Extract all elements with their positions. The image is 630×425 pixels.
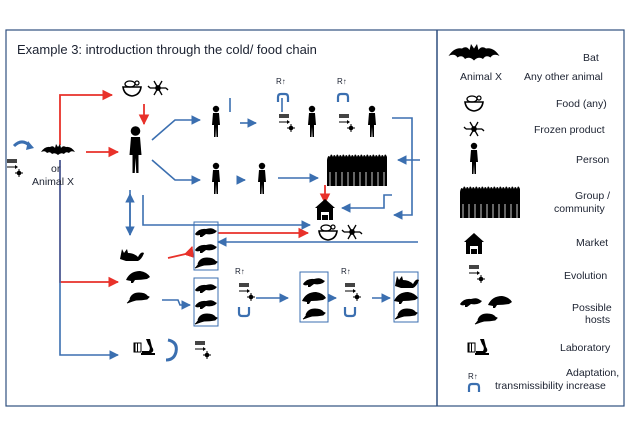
legend-person-icon — [470, 142, 478, 174]
r-up-marker: R↑ — [235, 267, 245, 276]
legend-market-icon — [464, 233, 484, 254]
evolution-icon — [194, 340, 212, 360]
legend-label-adaptation: Adaptation, — [566, 367, 619, 379]
source-group: or Animal X — [6, 140, 75, 188]
legend-label-transmissibility: transmissibility increase — [495, 380, 606, 392]
person-icon — [212, 162, 220, 194]
food-icon — [122, 80, 142, 97]
host-box — [299, 271, 329, 323]
legend: Bat Animal X Any other animal Food (any)… — [448, 44, 619, 394]
evolution-icon — [338, 113, 356, 133]
r-up-marker: R↑ — [276, 77, 286, 86]
adaptation-icon — [237, 305, 251, 318]
legend-symbol-r-up: R↑ — [468, 372, 478, 381]
lab-icon — [133, 338, 156, 356]
crowd-icon — [326, 154, 388, 187]
legend-frozen-icon — [463, 121, 485, 137]
adaptation-icon — [343, 305, 357, 318]
diagram-title: Example 3: introduction through the cold… — [17, 42, 317, 57]
legend-label-person: Person — [576, 154, 609, 166]
legend-label-hosts: hosts — [585, 314, 610, 326]
legend-label-lab: Laboratory — [560, 342, 611, 354]
legend-label-possible: Possible — [572, 302, 612, 314]
adaptation-icon — [336, 92, 350, 104]
rat-icon — [126, 292, 150, 304]
frozen-icon — [341, 224, 363, 240]
host-box — [193, 277, 219, 327]
host-box — [193, 221, 219, 271]
blue-arrows — [59, 98, 420, 360]
legend-label-frozen: Frozen product — [534, 124, 605, 136]
legend-label-food: Food (any) — [556, 98, 607, 110]
person-icon — [212, 105, 220, 137]
food-icon — [318, 224, 338, 241]
legend-crowd-icon — [459, 186, 521, 219]
legend-symbol-animal-x: Animal X — [460, 71, 502, 83]
legend-adaptation-icon — [467, 382, 481, 394]
red-arrows — [59, 89, 331, 288]
legend-evolution-icon — [468, 264, 486, 284]
legend-lab-icon — [467, 338, 490, 356]
outer-panel — [5, 29, 625, 407]
legend-bat-icon — [448, 44, 500, 61]
market-icon — [315, 199, 335, 220]
legend-food-icon — [464, 95, 484, 112]
legend-label-bat: Bat — [583, 52, 599, 64]
bat-icon — [41, 144, 75, 155]
person-icon — [308, 105, 316, 137]
evolution-icon — [6, 158, 24, 178]
animal-x-label: Animal X — [32, 176, 74, 188]
legend-rat-icon — [474, 313, 498, 325]
curl-arrow-icon — [165, 338, 178, 362]
legend-label-animal-x: Any other animal — [524, 71, 603, 83]
legend-label-market: Market — [576, 237, 608, 249]
fox-icon — [120, 249, 144, 261]
legend-label-evolution: Evolution — [564, 270, 607, 282]
evolution-icon — [278, 113, 296, 133]
or-label: or — [51, 163, 61, 175]
legend-label-group: Group / — [575, 190, 610, 202]
evolution-icon — [238, 282, 256, 302]
frozen-icon — [147, 80, 169, 96]
pangolin-icon — [126, 271, 150, 283]
legend-pangolin-icon — [488, 296, 512, 308]
person-icon — [258, 162, 266, 194]
person-icon — [129, 126, 142, 173]
adaptation-icon — [276, 92, 290, 104]
legend-label-community: community — [554, 203, 606, 215]
legend-ferret-icon — [460, 298, 482, 307]
person-icon — [368, 105, 376, 137]
r-up-marker: R↑ — [341, 267, 351, 276]
r-up-marker: R↑ — [337, 77, 347, 86]
evolution-icon — [344, 282, 362, 302]
host-box — [393, 271, 419, 323]
